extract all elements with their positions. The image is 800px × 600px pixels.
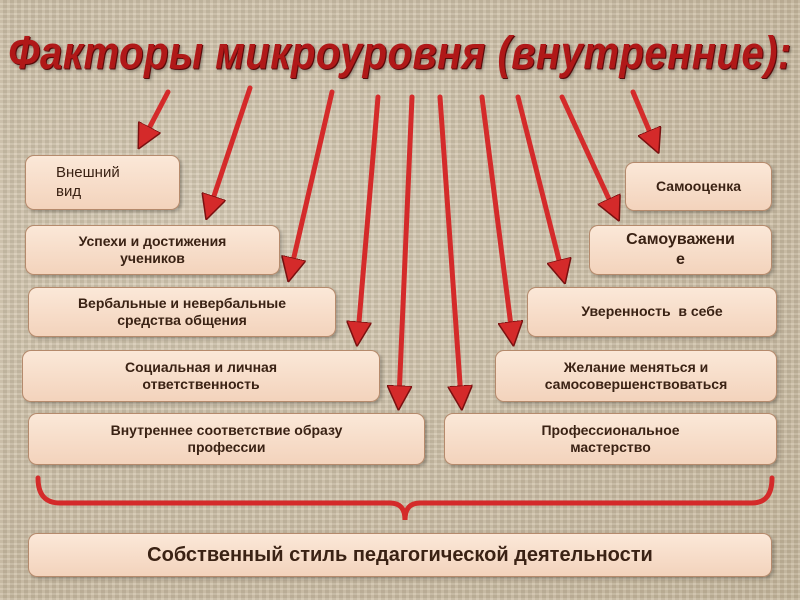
factor-profession-image-line-2: профессии <box>187 439 266 455</box>
factor-self-evaluation: Самооценка <box>625 162 772 211</box>
factor-professional-mastery-line-1: Профессиональное <box>541 421 680 438</box>
arrow-professional <box>437 94 461 398</box>
factor-appearance-line-1: Внешний <box>56 163 120 181</box>
factor-student-success-line-1: Успехи и достижения <box>78 232 227 249</box>
arrow-appearance <box>144 89 171 138</box>
result-teaching-style-text: Собственный стиль педагогической деятель… <box>147 543 653 566</box>
arrow-self-evaluation <box>630 89 654 142</box>
factor-self-confidence-line-1: Уверенность в себе <box>581 303 723 320</box>
factor-self-respect-line-1: Самоуважени <box>626 231 735 248</box>
factor-self-respect-line-2: е <box>676 251 685 268</box>
factor-responsibility: Социальная и личная ответственность <box>22 350 380 402</box>
factor-student-success-line-2: учеников <box>120 250 185 266</box>
factor-appearance: Внешний вид <box>25 155 180 210</box>
factor-self-respect: Самоуважени е <box>589 225 772 275</box>
arrow-inner <box>399 94 415 398</box>
factor-professional-mastery-line-2: мастерство <box>570 439 651 455</box>
factor-responsibility-line-2: ответственность <box>142 376 260 392</box>
arrow-verbal <box>291 89 335 270</box>
factor-profession-image: Внутреннее соответствие образу профессии <box>28 413 425 465</box>
factor-communication-means: Вербальные и невербальные средства общен… <box>28 287 336 337</box>
arrow-social <box>358 94 381 334</box>
factor-self-confidence: Уверенность в себе <box>527 287 777 337</box>
grouping-brace <box>35 475 775 521</box>
arrow-success <box>210 85 253 208</box>
factor-profession-image-line-1: Внутреннее соответствие образу <box>110 421 343 438</box>
diagram-title: Факторы микроуровня (внутренние): <box>8 28 792 79</box>
arrow-confidence <box>515 94 562 272</box>
arrow-self-respect <box>559 94 614 210</box>
factor-responsibility-line-1: Социальная и личная <box>125 358 277 375</box>
factor-self-improvement-line-2: самосовершенствоваться <box>544 376 728 392</box>
factor-student-success: Успехи и достижения учеников <box>25 225 280 275</box>
factor-self-improvement: Желание меняться и самосовершенствоватьс… <box>495 350 777 402</box>
factor-professional-mastery: Профессиональное мастерство <box>444 413 777 465</box>
arrow-desire <box>479 94 512 334</box>
factor-self-improvement-line-1: Желание меняться и <box>563 358 709 375</box>
factor-appearance-line-2: вид <box>56 182 82 200</box>
result-teaching-style: Собственный стиль педагогической деятель… <box>28 533 772 577</box>
factor-communication-means-line-2: средства общения <box>117 312 247 328</box>
factor-communication-means-line-1: Вербальные и невербальные <box>77 294 287 311</box>
factor-self-evaluation-line-1: Самооценка <box>656 177 741 194</box>
